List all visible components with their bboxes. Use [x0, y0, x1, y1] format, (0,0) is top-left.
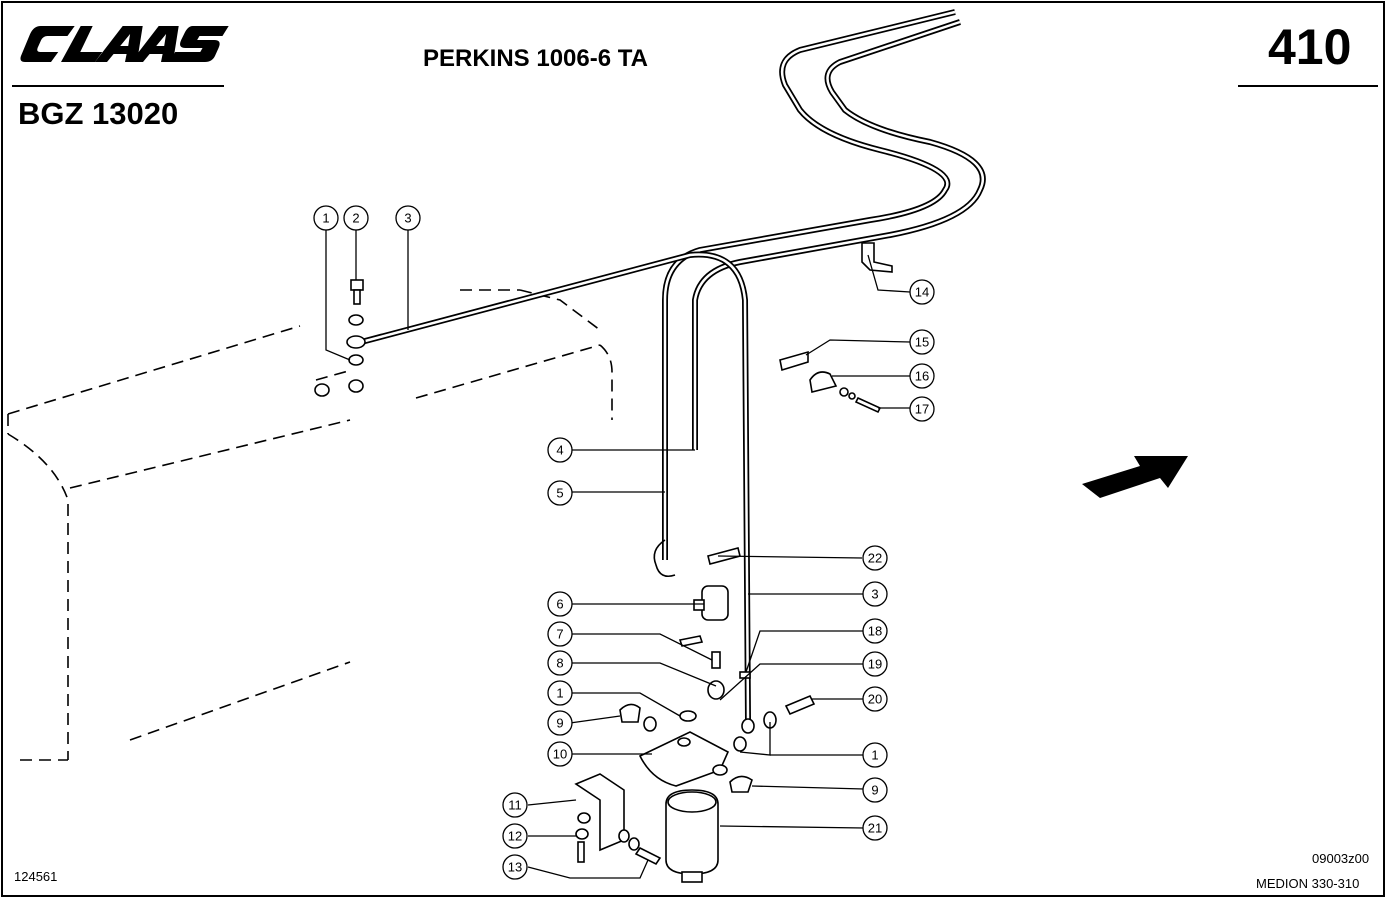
callout-c15: 15 — [909, 329, 935, 355]
callout-label: 1 — [556, 686, 563, 701]
callout-c4: 4 — [547, 437, 573, 463]
callout-circle — [909, 363, 935, 389]
callout-label: 17 — [915, 402, 929, 417]
callout-circle — [502, 854, 528, 880]
engine-title: PERKINS 1006-6 TA — [423, 45, 648, 72]
callout-circle — [862, 581, 888, 607]
fuel-lines — [349, 9, 986, 721]
callout-label: 5 — [556, 486, 563, 501]
callout-label: 7 — [556, 627, 563, 642]
callout-c21: 21 — [862, 815, 888, 841]
callout-circle — [909, 279, 935, 305]
callout-c16: 16 — [909, 363, 935, 389]
callout-circle — [547, 437, 573, 463]
clips-and-brackets — [779, 242, 893, 414]
callout-c20: 20 — [862, 686, 888, 712]
callout-c1-left: 1 — [547, 680, 573, 706]
callout-label: 11 — [508, 798, 522, 813]
callout-label: 3 — [404, 211, 411, 226]
model-title: BGZ 13020 — [18, 96, 179, 131]
callout-label: 13 — [508, 860, 522, 875]
callout-c2-top: 2 — [343, 205, 369, 231]
callout-label: 19 — [868, 657, 882, 672]
callout-label: 4 — [556, 443, 563, 458]
callout-c5: 5 — [547, 480, 573, 506]
callout-label: 9 — [556, 716, 563, 731]
drawing-code: 09003z00 — [1312, 851, 1370, 866]
callout-c22: 22 — [862, 545, 888, 571]
header-rule-left — [12, 85, 224, 87]
callout-c9-right: 9 — [862, 777, 888, 803]
callout-circle — [313, 205, 339, 231]
callout-circle — [343, 205, 369, 231]
callout-c1-top: 1 — [313, 205, 339, 231]
callout-label: 1 — [322, 211, 329, 226]
machine-models: MEDION 330-310 — [1256, 876, 1360, 891]
callout-c9-left: 9 — [547, 710, 573, 736]
callout-label: 6 — [556, 597, 563, 612]
callout-circle — [862, 651, 888, 677]
callout-circle — [395, 205, 421, 231]
callout-c3-top: 3 — [395, 205, 421, 231]
callout-circle — [547, 591, 573, 617]
callout-circle — [547, 710, 573, 736]
claas-logo — [20, 26, 229, 62]
callout-label: 14 — [915, 285, 929, 300]
callout-label: 22 — [868, 551, 882, 566]
callout-circle — [862, 686, 888, 712]
direction-arrow — [1082, 456, 1188, 498]
callout-circle — [547, 741, 573, 767]
callout-label: 20 — [868, 692, 882, 707]
callout-c8: 8 — [547, 650, 573, 676]
callout-c18: 18 — [862, 618, 888, 644]
callout-circle — [547, 650, 573, 676]
page-number: 410 — [1268, 19, 1352, 75]
callout-c10: 10 — [547, 741, 573, 767]
callout-c13: 13 — [502, 854, 528, 880]
callout-circle — [547, 621, 573, 647]
callout-label: 12 — [508, 829, 522, 844]
callout-circle — [862, 777, 888, 803]
callout-circle — [862, 815, 888, 841]
callout-c1-right: 1 — [862, 742, 888, 768]
callout-c7: 7 — [547, 621, 573, 647]
callout-c6: 6 — [547, 591, 573, 617]
callout-circle — [862, 742, 888, 768]
tank-fittings — [314, 279, 366, 397]
callout-circle — [547, 680, 573, 706]
header-rule-right — [1238, 85, 1378, 87]
leader-lines — [325, 228, 911, 879]
callout-label: 1 — [871, 748, 878, 763]
callout-circle — [909, 396, 935, 422]
callout-circle — [547, 480, 573, 506]
callout-circle — [502, 792, 528, 818]
callout-c11: 11 — [502, 792, 528, 818]
callout-label: 8 — [556, 656, 563, 671]
callout-circle — [502, 823, 528, 849]
callout-c19: 19 — [862, 651, 888, 677]
callout-label: 10 — [553, 747, 567, 762]
callout-circle — [862, 545, 888, 571]
callout-c14: 14 — [909, 279, 935, 305]
illustration-number: 124561 — [14, 869, 58, 884]
callout-circle — [862, 618, 888, 644]
callout-c17: 17 — [909, 396, 935, 422]
callout-label: 21 — [868, 821, 882, 836]
callout-c3-mid: 3 — [862, 581, 888, 607]
callout-c12: 12 — [502, 823, 528, 849]
callout-label: 16 — [915, 369, 929, 384]
callout-label: 3 — [871, 587, 878, 602]
filter-and-mount — [574, 773, 719, 883]
callout-label: 9 — [871, 783, 878, 798]
callout-label: 15 — [915, 335, 929, 350]
fuel-tank — [7, 289, 613, 761]
callout-circle — [909, 329, 935, 355]
callout-label: 2 — [352, 211, 359, 226]
callout-label: 18 — [868, 624, 882, 639]
